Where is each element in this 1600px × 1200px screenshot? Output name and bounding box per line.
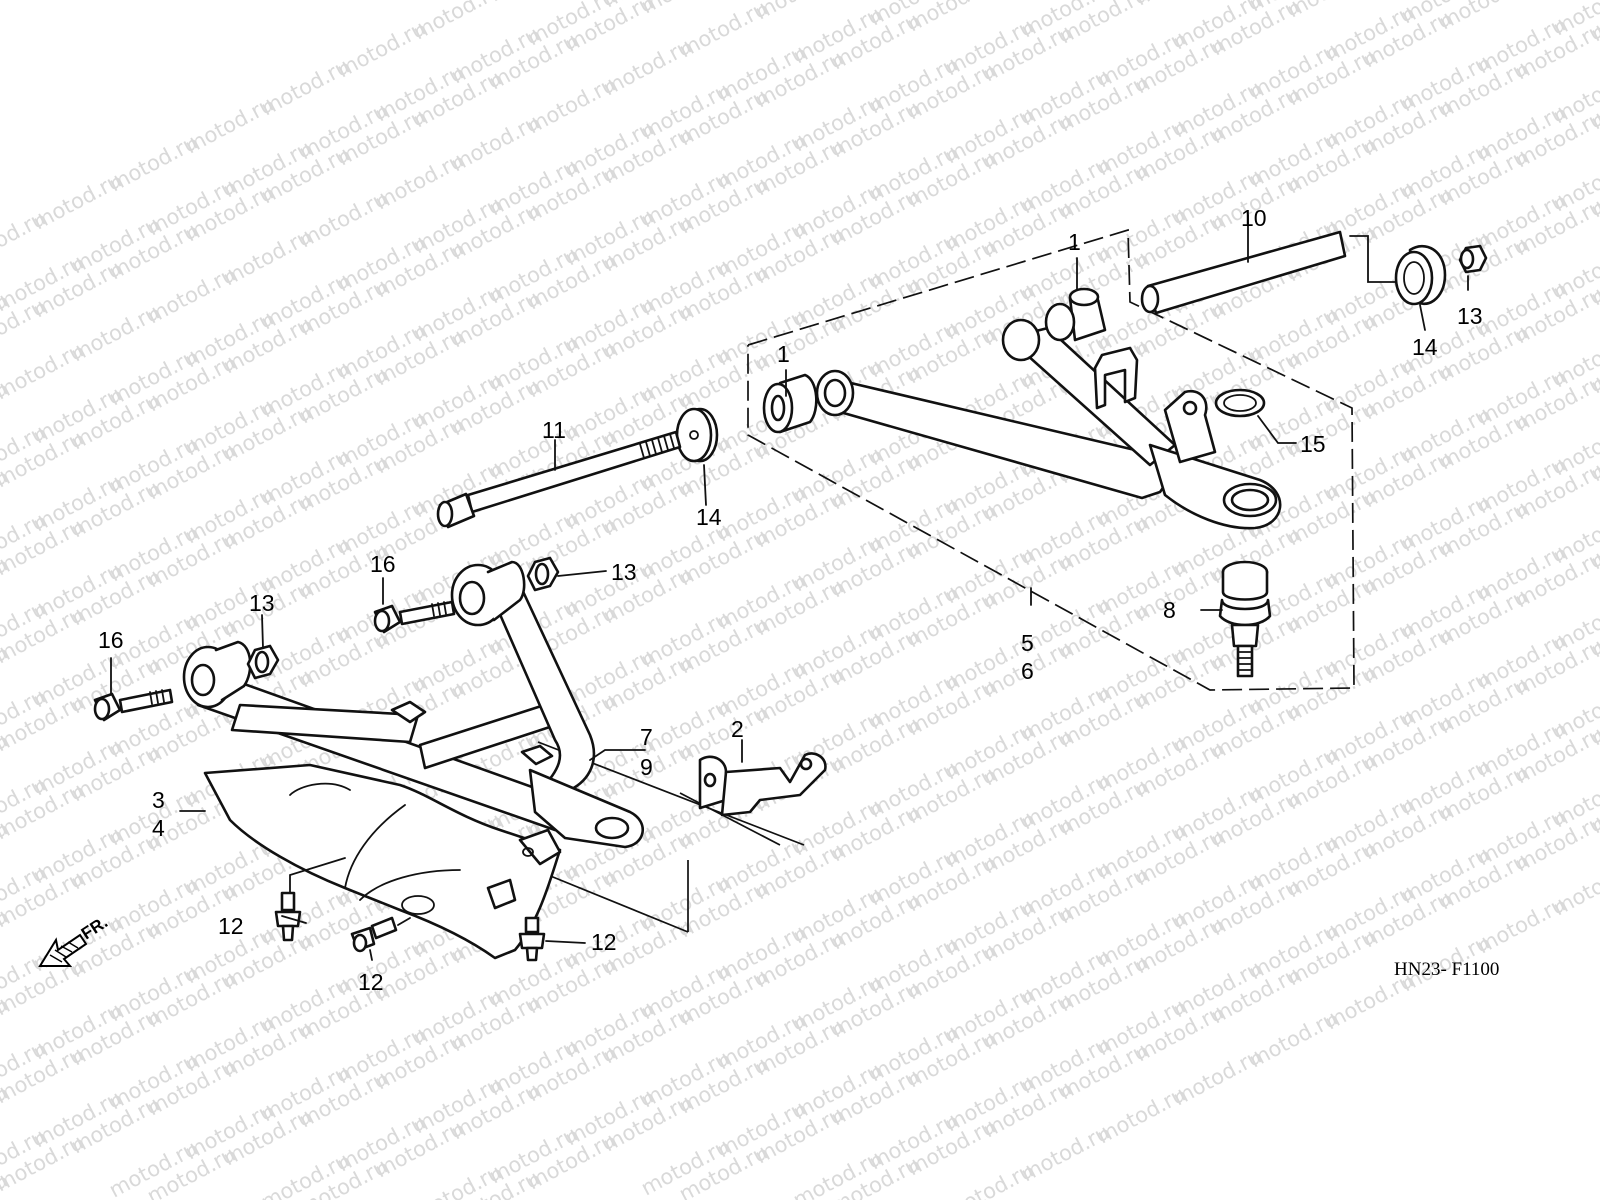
callout-1-rear: 1 — [1068, 229, 1081, 255]
callout-11: 11 — [542, 417, 566, 443]
callout-8: 8 — [1163, 597, 1176, 623]
part-3-4-skid-guard — [203, 763, 562, 960]
part-16-bolt-front — [93, 688, 174, 722]
upper-arm-group-outline — [747, 228, 1355, 691]
part-2-bracket — [698, 752, 827, 817]
watermark-text: motod.ru — [1549, 854, 1600, 920]
upper-arm-assembly — [815, 318, 1282, 530]
part-12-bolt-b — [350, 916, 398, 953]
callout-9: 9 — [640, 754, 653, 780]
part-16-bolt-rear — [373, 600, 456, 634]
part-13-nut-front — [246, 644, 280, 680]
callout-3: 3 — [152, 787, 165, 813]
callout-12-bottom: 12 — [358, 969, 384, 995]
lower-arm-assembly — [182, 560, 645, 849]
part-11-long-bolt — [436, 430, 682, 529]
part-10-shaft — [1140, 230, 1347, 315]
part-13-nut-middle — [526, 556, 560, 592]
callout-4: 4 — [152, 815, 165, 841]
watermark-text: motod.ru — [1283, 0, 1379, 22]
callout-12-left: 12 — [218, 913, 244, 939]
callout-10: 10 — [1241, 205, 1267, 231]
diagram-code: HN23- F1100 — [1394, 959, 1499, 980]
callout-1-front: 1 — [777, 341, 790, 367]
part-14-bushing-rear — [1394, 244, 1447, 306]
watermark-text: motod.ru — [637, 0, 733, 18]
watermark-text: motod.ru — [409, 0, 505, 44]
part-12-bolt-c — [518, 916, 546, 962]
part-14-washer-front — [675, 407, 719, 463]
part-1-bushing-front — [762, 373, 818, 434]
leader-lines — [110, 214, 1469, 961]
callout-13-middle: 13 — [611, 559, 637, 585]
callout-6: 6 — [1021, 658, 1034, 684]
callout-14-rear: 14 — [1412, 334, 1438, 360]
callout-16-rear: 16 — [370, 551, 396, 577]
callout-15: 15 — [1300, 431, 1326, 457]
part-1-bushing-rear — [1044, 287, 1107, 342]
callout-14-front: 14 — [696, 504, 722, 530]
callout-12-right: 12 — [591, 929, 617, 955]
callout-16-front: 16 — [98, 627, 124, 653]
watermark-text: motod.ru — [1435, 0, 1531, 34]
watermark-text: motod.ru — [0, 1168, 11, 1200]
callout-labels: 1 1 2 3 4 5 6 7 8 9 10 11 12 12 12 13 13… — [98, 205, 1483, 995]
callout-13-rear: 13 — [1457, 303, 1483, 329]
callout-13-front: 13 — [249, 590, 275, 616]
part-12-bolt-a — [274, 891, 302, 942]
part-8-ball-joint — [1218, 560, 1272, 678]
callout-7: 7 — [640, 724, 653, 750]
callout-5: 5 — [1021, 630, 1034, 656]
watermark-text: motod.ru — [751, 0, 847, 24]
callout-2: 2 — [731, 716, 744, 742]
part-13-nut-rear — [1458, 244, 1488, 274]
part-15-ring — [1214, 388, 1266, 418]
